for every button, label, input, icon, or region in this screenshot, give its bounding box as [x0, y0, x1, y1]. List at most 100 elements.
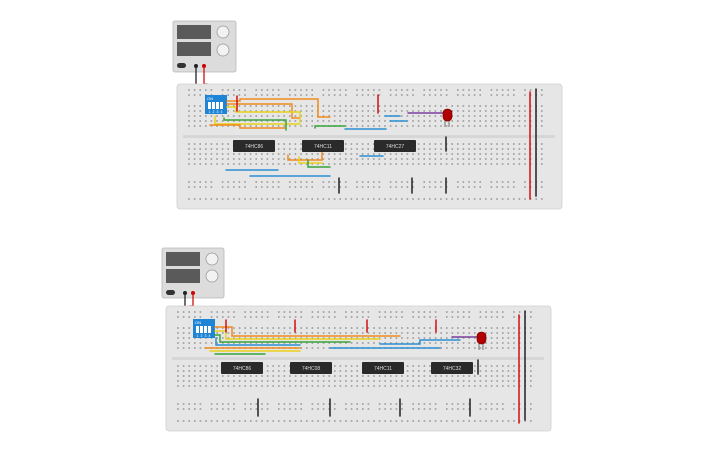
chip-bottom-2[interactable]: 74HC08 — [290, 362, 332, 374]
chip-top-3[interactable]: 74HC27 — [374, 140, 416, 152]
dip-toggle-4-bottom[interactable] — [208, 326, 211, 333]
breadboard-hole — [507, 365, 510, 367]
dip-toggle-1-top[interactable] — [208, 102, 211, 109]
breadboard-hole — [384, 385, 386, 387]
wire-green[interactable] — [314, 125, 346, 129]
breadboard-hole — [266, 186, 269, 188]
dip-toggle-2-top[interactable] — [212, 102, 215, 109]
wire-orange[interactable] — [214, 326, 401, 337]
dip-switch-bottom[interactable]: ON 1 2 3 4 — [193, 319, 215, 338]
breadboard-hole — [474, 337, 476, 339]
breadboard-hole — [188, 337, 190, 339]
breadboard-hole — [350, 403, 353, 405]
breadboard-hole — [362, 342, 364, 344]
breadboard-hole — [261, 327, 263, 329]
breadboard-hole — [406, 420, 409, 422]
breadboard-hole — [440, 89, 442, 91]
breadboard-hole — [485, 347, 487, 349]
breadboard-hole — [311, 408, 314, 410]
dip-toggle-2-bottom[interactable] — [200, 326, 203, 333]
chip-top-1[interactable]: 74HC86 — [233, 140, 275, 152]
breadboard-hole — [289, 143, 291, 145]
breadboard-hole — [434, 332, 437, 334]
power-supply-bottom[interactable] — [161, 247, 225, 299]
led-top[interactable] — [442, 108, 453, 127]
breadboard-hole — [188, 375, 190, 377]
breadboard-hole — [238, 332, 241, 334]
breadboard-hole — [468, 385, 470, 387]
breadboard-hole — [434, 125, 437, 127]
dip-toggle-3-bottom[interactable] — [204, 326, 207, 333]
breadboard-hole — [283, 163, 285, 165]
breadboard-hole — [418, 380, 420, 382]
wire-yellow[interactable] — [214, 115, 301, 125]
breadboard-hole — [227, 110, 229, 112]
breadboard-hole — [473, 94, 476, 96]
breadboard-hole — [328, 198, 330, 200]
breadboard-hole — [501, 125, 504, 127]
breadboard-hole — [507, 110, 509, 112]
breadboard-hole — [490, 332, 493, 334]
wire-orange[interactable] — [287, 149, 323, 161]
breadboard-hole — [283, 332, 286, 334]
wire-yellow[interactable] — [298, 156, 323, 164]
breadboard-hole — [222, 342, 224, 344]
breadboard-hole — [513, 403, 515, 405]
breadboard-hole — [227, 186, 229, 188]
breadboard-hole — [485, 120, 487, 122]
breadboard-hole — [306, 385, 308, 387]
chip-bottom-3[interactable]: 74HC11 — [362, 362, 404, 374]
breadboard-hole — [227, 158, 229, 160]
breadboard-hole — [451, 403, 454, 405]
power-supply-top[interactable] — [172, 20, 237, 73]
dip-toggle-3-top[interactable] — [216, 102, 219, 109]
wire-green[interactable] — [223, 117, 287, 131]
dip-switch-top[interactable]: ON 1 2 3 4 — [205, 95, 227, 114]
breadboard-hole — [205, 186, 207, 188]
breadboard-hole — [367, 148, 369, 150]
breadboard-hole — [255, 403, 258, 405]
breadboard-hole — [457, 311, 459, 313]
breadboard-hole — [261, 110, 263, 112]
breadboard-hole — [446, 380, 448, 382]
wire-green[interactable] — [307, 159, 331, 168]
chip-top-2[interactable]: 74HC11 — [302, 140, 344, 152]
breadboard-hole — [261, 158, 263, 160]
breadboard-hole — [199, 94, 201, 96]
wire-yellow[interactable] — [214, 330, 381, 340]
chip-bottom-1[interactable]: 74HC86 — [221, 362, 263, 374]
breadboard-hole — [496, 380, 498, 382]
breadboard-hole — [322, 347, 325, 349]
breadboard-hole — [485, 153, 487, 155]
led-bottom[interactable] — [476, 331, 487, 350]
wire-blue[interactable] — [379, 339, 461, 345]
breadboard-hole — [451, 148, 453, 150]
wire-yellow[interactable] — [226, 106, 301, 123]
breadboard-hole — [194, 370, 196, 372]
breadboard-hole — [485, 148, 487, 150]
breadboard-hole — [384, 332, 386, 334]
breadboard-hole — [328, 153, 330, 155]
breadboard-hole — [524, 186, 526, 188]
breadboard-hole — [378, 94, 381, 96]
breadboard-hole — [255, 120, 257, 122]
wire-blue[interactable] — [215, 337, 301, 346]
breadboard-hole — [205, 158, 207, 160]
breadboard-hole — [356, 342, 358, 344]
breadboard-hole — [317, 198, 319, 200]
wire-green[interactable] — [214, 334, 351, 343]
breadboard-hole — [418, 403, 420, 405]
breadboard-hole — [451, 375, 454, 377]
dip-toggle-1-bottom[interactable] — [196, 326, 199, 333]
dip-toggle-4-top[interactable] — [220, 102, 223, 109]
breadboard-hole — [233, 380, 235, 382]
breadboard-hole — [266, 375, 269, 377]
chip-label: 74HC11 — [314, 144, 332, 150]
chip-bottom-4[interactable]: 74HC32 — [431, 362, 473, 374]
breadboard-hole — [334, 365, 336, 367]
wire-orange[interactable] — [226, 98, 331, 118]
wire-orange[interactable] — [209, 124, 286, 129]
breadboard-hole — [507, 94, 509, 96]
wire-orange[interactable] — [226, 103, 301, 119]
breadboard-hole — [261, 181, 263, 183]
